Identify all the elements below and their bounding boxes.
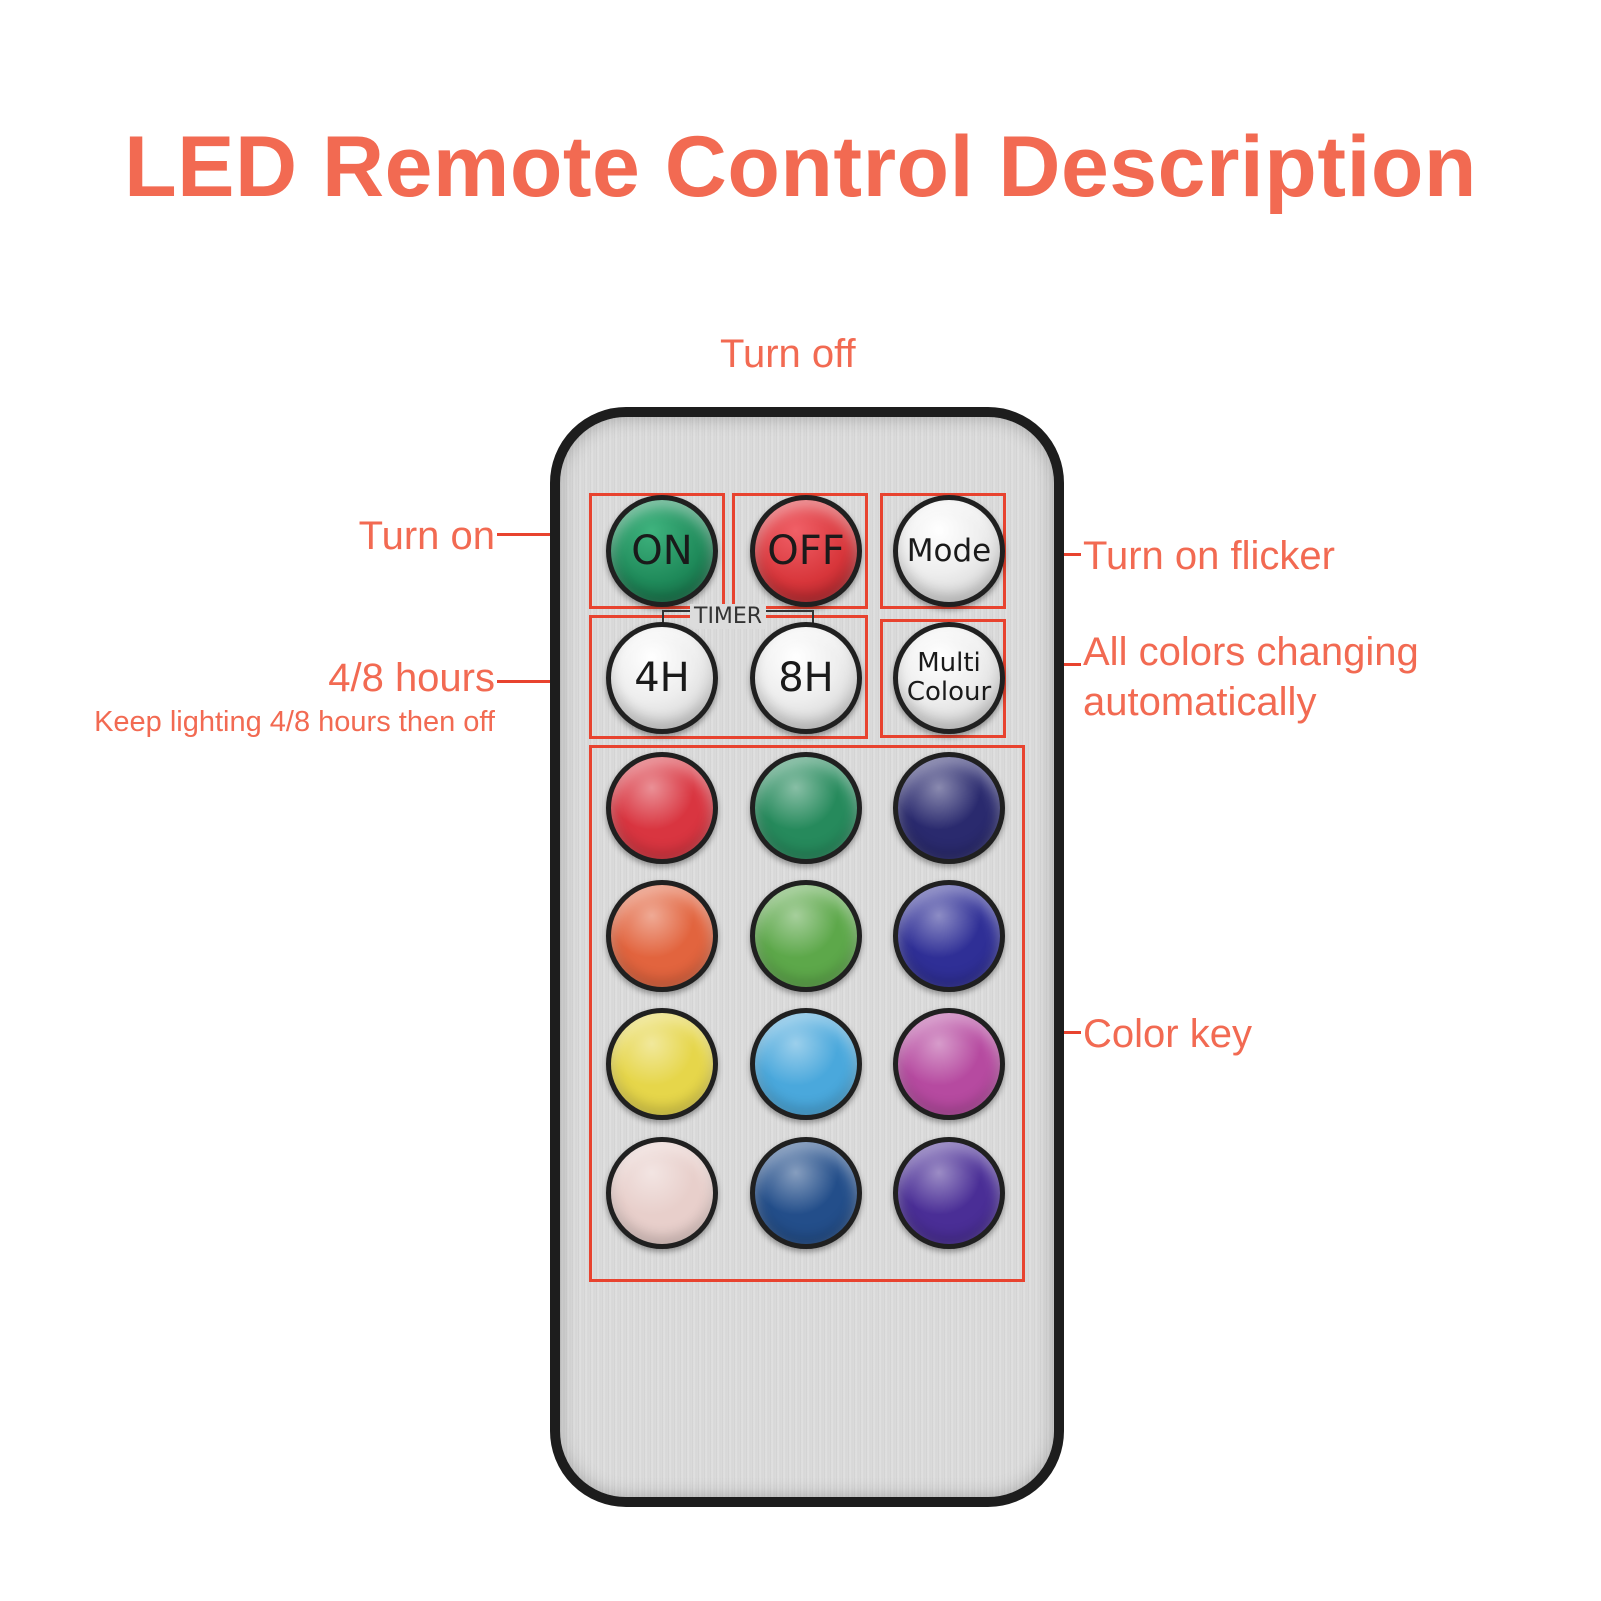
all-colors-label-line1: All colors changing [1083,630,1419,674]
on-button-label: ON [631,528,693,574]
color-key-button-1-1[interactable] [606,752,718,864]
off-button-label: OFF [767,528,845,574]
color-key-button-4-2[interactable] [750,1137,862,1249]
color-key-button-2-2[interactable] [750,880,862,992]
color-key-button-4-3[interactable] [893,1137,1005,1249]
off-button[interactable]: OFF [750,495,862,607]
color-key-button-3-3[interactable] [893,1008,1005,1120]
mode-button-label: Mode [906,532,992,569]
turn-on-leader [497,533,589,536]
timer-8h-button[interactable]: 8H [750,622,862,734]
color-key-button-2-1[interactable] [606,880,718,992]
off-highlight-box [732,493,868,609]
color-key-button-1-3[interactable] [893,752,1005,864]
color-key-button-3-2[interactable] [750,1008,862,1120]
turn-off-label: Turn off [720,332,856,376]
color-key-button-3-1[interactable] [606,1008,718,1120]
hours-sub-label: Keep lighting 4/8 hours then off [94,706,495,738]
color-key-button-4-1[interactable] [606,1137,718,1249]
color-key-label: Color key [1083,1012,1252,1056]
mode-button[interactable]: Mode [893,495,1005,607]
on-highlight-box [589,493,725,609]
color-keys-highlight-box [589,745,1025,1282]
color-key-button-2-3[interactable] [893,880,1005,992]
on-button[interactable]: ON [606,495,718,607]
all-colors-label-line2: automatically [1083,680,1317,724]
hours-leader [497,680,589,683]
timer-8h-label: 8H [778,655,834,701]
page-title: LED Remote Control Description [124,119,1477,215]
turn-on-flicker-label: Turn on flicker [1083,534,1335,578]
turn-on-label: Turn on [358,514,495,558]
timer-label: TIMER [690,604,767,629]
timer-4h-button[interactable]: 4H [606,622,718,734]
hours-label: 4/8 hours [328,656,495,700]
color-key-button-1-2[interactable] [750,752,862,864]
timer-4h-label: 4H [634,655,690,701]
